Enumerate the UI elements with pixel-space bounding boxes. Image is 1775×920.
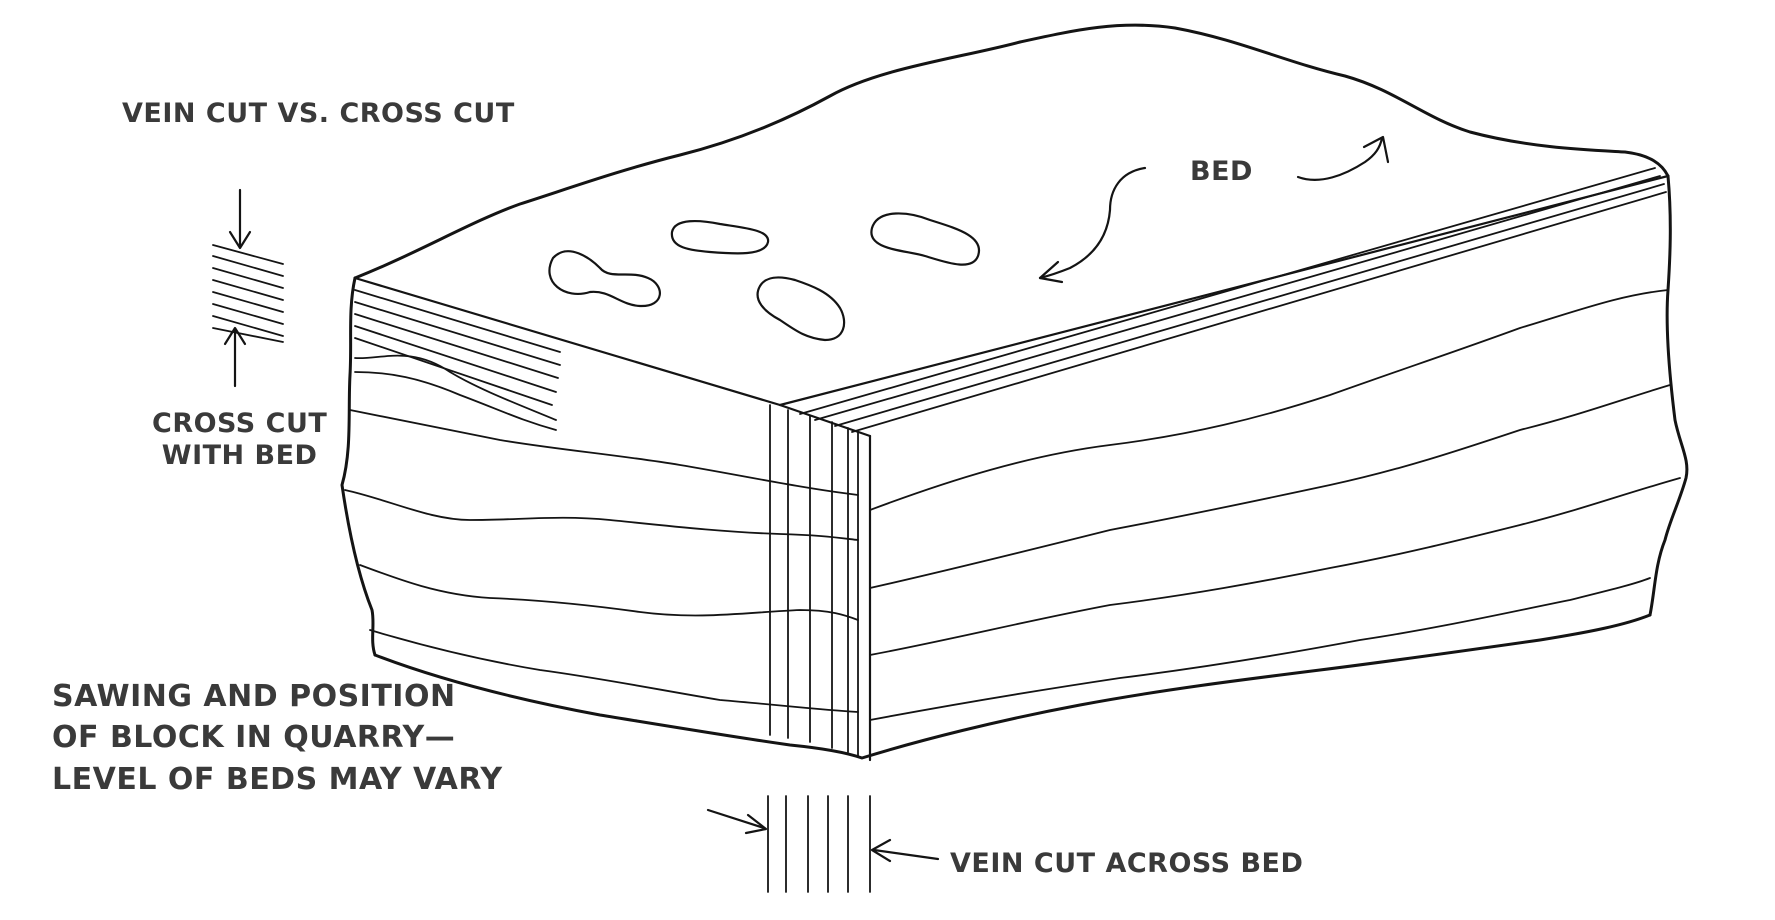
cross-cut-indicator-line xyxy=(212,327,284,343)
cross-cut-line xyxy=(354,325,557,393)
stratum-right xyxy=(869,384,1671,589)
left-arrow-head xyxy=(870,838,892,863)
cross-cut-line xyxy=(354,354,557,421)
vein-band-line xyxy=(814,175,1661,421)
surface-blob xyxy=(870,212,981,266)
cross-cut-line xyxy=(354,337,553,406)
stratum-left xyxy=(344,489,859,541)
surface-blob xyxy=(548,250,661,308)
stratum-right xyxy=(869,289,1669,511)
vein-across-label: VEIN CUT ACROSS BED xyxy=(950,848,1304,879)
block-bottom-outline xyxy=(373,613,1652,760)
vein-band-line xyxy=(834,183,1665,427)
cross-cut-indicator-line xyxy=(212,279,284,301)
vein-vs-cross-label: VEIN CUT VS. CROSS CUT xyxy=(122,98,515,129)
vein-band-line xyxy=(799,167,1656,415)
stratum-left xyxy=(349,409,859,496)
cross-cut-indicator-line xyxy=(212,244,284,265)
cross-cut-indicator-line xyxy=(212,303,284,325)
bed-arrow-right xyxy=(1296,136,1384,181)
bed-arrow-left xyxy=(1038,166,1147,280)
bed-arrow-left-head xyxy=(1038,260,1064,284)
top-front-edge-right xyxy=(778,174,1670,407)
block-left-outline xyxy=(340,276,377,657)
cross-cut-indicator-line xyxy=(212,291,284,313)
down-arrow-head xyxy=(228,230,252,250)
up-arrow-head xyxy=(223,326,247,346)
right-arrow-head xyxy=(744,813,768,835)
stratum-left xyxy=(369,629,859,713)
cross-cut-line xyxy=(354,371,557,431)
vein-band-line xyxy=(851,191,1667,433)
cross-cut-label: CROSS CUT WITH BED xyxy=(152,408,328,471)
left-arrow-icon xyxy=(872,848,940,861)
right-arrow-icon xyxy=(706,808,766,830)
bed-label: BED xyxy=(1190,156,1253,187)
stratum-left xyxy=(359,564,859,621)
cross-cut-line xyxy=(354,313,559,379)
top-front-edge-left xyxy=(353,276,872,438)
cross-cut-indicator-line xyxy=(212,255,284,277)
cross-cut-indicator-line xyxy=(212,267,284,289)
block-top-outline xyxy=(353,23,1670,280)
cross-cut-line xyxy=(354,289,561,353)
caption-label: SAWING AND POSITION OF BLOCK IN QUARRY— … xyxy=(52,679,503,797)
bed-arrow-right-head xyxy=(1362,135,1390,164)
block-right-outline xyxy=(1648,174,1689,617)
cross-cut-line xyxy=(354,301,561,366)
stratum-right xyxy=(869,477,1681,656)
surface-blob xyxy=(670,219,770,255)
stratum-right xyxy=(869,577,1651,721)
cross-cut-indicator-line xyxy=(212,315,284,337)
surface-blob xyxy=(756,276,846,342)
